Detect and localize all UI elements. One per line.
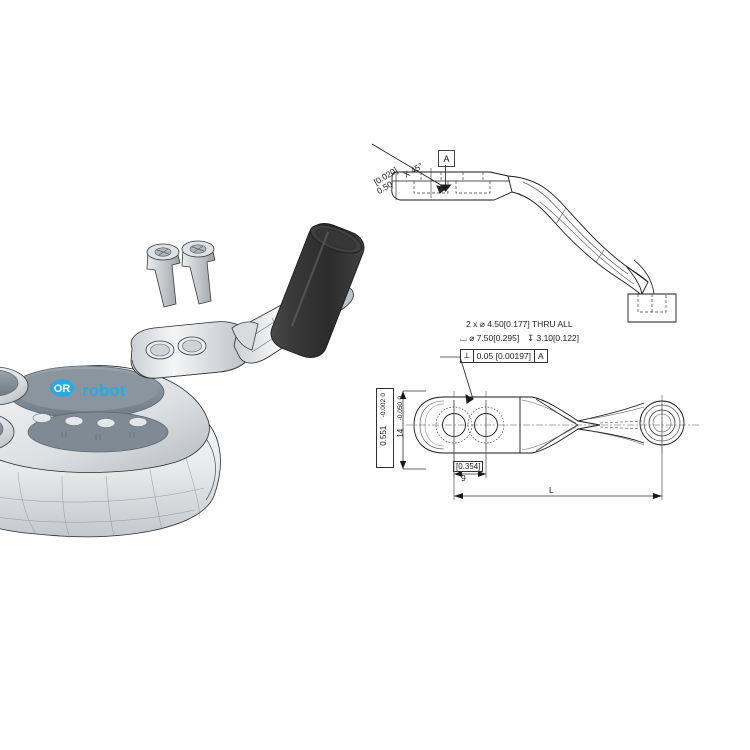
hole-diameter-metric: 4.50 [487,319,504,329]
vertical-dimension-lines [392,385,428,475]
counterbore-diameter-symbol-icon: ⌀ [469,333,475,343]
hole-diameter-imperial: [0.177] [503,319,530,329]
3d-product-render: OR robot [0,200,380,539]
vdim-imperial-nominal: 0.551 [379,425,388,446]
vertical-dimension-metric: 14 -0.050 0 [396,396,405,438]
overall-length-dimension [448,400,668,505]
datum-flag-a-label: A [443,153,450,164]
hole-qty: 2 x [466,319,478,329]
brand-logo-text: robot [82,381,126,400]
cap-screw-right [181,240,216,305]
vdim-imperial-tol-lower: -0.002 [380,398,387,418]
vdim-metric-tol-upper: 0 [397,396,404,400]
vertical-dimension-imperial: 0.551 -0.002 0 [379,393,388,446]
depth-symbol-icon: ↧ [526,334,535,344]
hole-spacing-imperial: [0.354] [453,461,484,472]
feature-control-frame: ⟂ 0.05 [0.00197] A [460,349,548,363]
vdim-metric-nominal: 14 [396,428,405,438]
fcf-tolerance-value: 0.05 [0.00197] [472,350,534,362]
hole-spacing-metric: 9 [461,473,466,483]
vertical-dimension-imperial-box: 0.551 -0.002 0 [376,388,394,468]
counterbore-diameter-metric: 7.50 [476,333,494,343]
vdim-imperial-tol-upper: 0 [380,393,387,397]
vdim-metric-tol-lower: -0.050 [397,401,404,421]
counterbore-symbol-icon: ⌴ [460,334,467,344]
brand-logo-mark: OR [54,383,71,395]
hole-callout-line-2: ⌴ ⌀ 7.50[0.295] ↧ 3.10[0.122] [460,333,580,345]
gripper-body [0,365,221,539]
hole-callout-line-1: 2 x ⌀ 4.50[0.177] THRU ALL [466,319,573,330]
datum-flag-a-leader [438,165,454,193]
datum-flag-a: A [438,150,455,167]
counterbore-depth-imperial: [0.122] [553,333,580,343]
hole-thru-note: THRU ALL [531,319,573,329]
drawing-caption: OnRobot gripper finger lever - product r… [0,0,1,1]
diameter-symbol-icon: ⌀ [479,319,485,329]
cap-screw-left [146,243,181,308]
brand-logo: OR robot [50,379,126,400]
counterbore-depth-metric: 3.10 [536,333,554,343]
rubber-grip [270,222,365,359]
overall-length-label: L [549,485,554,495]
fcf-datum-reference: A [534,350,547,362]
counterbore-diameter-imperial: [0.295] [493,333,520,343]
perpendicularity-symbol-icon: ⟂ [464,351,470,361]
